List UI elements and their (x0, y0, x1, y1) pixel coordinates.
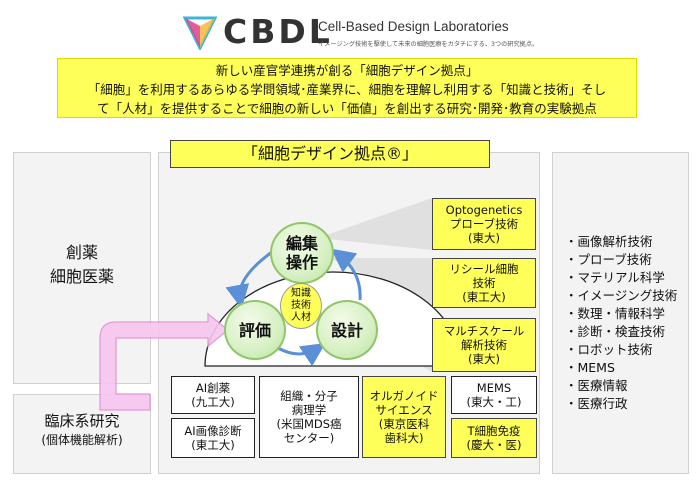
box-line: プローブ技術 (449, 217, 519, 231)
list-item: ・ロボット技術 (565, 342, 653, 357)
skill-label: 技術 (291, 300, 311, 311)
box-line: T細胞免疫 (467, 424, 521, 438)
box-line: マルチスケール (443, 324, 525, 338)
box-line: (東工大) (462, 290, 506, 304)
box-line: リシール細胞 (449, 262, 519, 276)
drug-label: 創薬 (65, 243, 98, 262)
cycle-arrow (277, 343, 326, 367)
list-item: ・プローブ技術 (565, 252, 652, 267)
ai-image-box: AI画像診断 (東工大) (171, 418, 255, 458)
resealed-cell-box: リシール細胞 技術 (東工大) (432, 258, 536, 308)
logo-mark: CBDL (223, 12, 333, 51)
box-line: MEMS (476, 381, 512, 395)
clinical-sub-label: (個体機能解析) (41, 433, 123, 447)
tech-list: ・画像解析技術 ・プローブ技術 ・マテリアル科学 ・イメージング技術 ・数理・情… (565, 233, 677, 413)
list-item: ・数理・情報科学 (565, 306, 666, 321)
multiscale-box: マルチスケール 解析技術 (東大) (432, 318, 536, 372)
logo-triangle-icon (183, 16, 217, 50)
box-line: サイエンス (375, 403, 433, 417)
edit-label: 編集 (285, 234, 318, 253)
box-line: (慶大・医) (466, 438, 522, 452)
tcell-box: T細胞免疫 (慶大・医) (451, 418, 537, 458)
box-line: 組織・分子 (280, 389, 338, 403)
logo: CBDL Cell-Based Design Laboratories イメージ… (183, 12, 538, 54)
intro-banner: 新しい産官学連携が創る「細胞デザイン拠点」 「細胞」を利用するあらゆる学問領域･… (57, 58, 637, 118)
box-line: (東大) (468, 352, 500, 366)
cycle-arrow (330, 248, 362, 301)
box-line: Optogenetics (445, 203, 523, 217)
box-line: (東大・工) (466, 395, 522, 409)
box-line: 技術 (472, 276, 496, 290)
list-item: ・MEMS (565, 360, 615, 375)
left-panel-clinical: 臨床系研究 (個体機能解析) (13, 394, 151, 474)
list-item: ・画像解析技術 (565, 234, 653, 249)
box-line: AI創薬 (195, 381, 231, 395)
cell-medicine-label: 細胞医薬 (49, 267, 114, 286)
banner-line-1: 新しい産官学連携が創る「細胞デザイン拠点」 (215, 63, 479, 78)
organoid-box: オルガノイド サイエンス (東京医科 歯科大) (362, 376, 446, 458)
clinical-label: 臨床系研究 (44, 412, 120, 430)
edit-operate-circle: 編集 操作 (270, 222, 334, 284)
tech-list-panel: ・画像解析技術 ・プローブ技術 ・マテリアル科学 ・イメージング技術 ・数理・情… (552, 152, 689, 474)
list-item: ・医療行政 (565, 396, 628, 411)
box-line: (米国MDS癌 (276, 417, 342, 431)
box-line: センター) (283, 431, 335, 445)
mems-box: MEMS (東大・工) (451, 376, 537, 414)
design-label: 設計 (330, 320, 363, 340)
banner-line-3: て「人材」を提供することで細胞の新しい「価値」を創出する研究･開発･教育の実験拠… (97, 101, 597, 116)
operate-label: 操作 (285, 253, 318, 272)
box-line: (東京医科 (378, 417, 430, 431)
banner-line-2: 「細胞」を利用するあらゆる学問領域･産業界に、細胞を理解し利用する「知識と技術」… (87, 82, 607, 97)
logo-tagline: イメージング技術を駆使して未来の細胞医療をカタチにする、3つの研究拠点。 (318, 41, 539, 48)
pink-arrow (99, 312, 230, 411)
list-item: ・医療情報 (565, 378, 628, 393)
box-line: (東工大) (191, 438, 235, 452)
optogenetics-box: Optogenetics プローブ技術 (東大) (432, 198, 536, 250)
list-item: ・マテリアル科学 (565, 270, 665, 285)
cycle-arrow (225, 250, 273, 309)
knowledge-label: 知識 (291, 288, 311, 299)
evaluate-circle: 評価 (224, 300, 286, 360)
box-line: 解析技術 (461, 338, 507, 352)
logo-title: Cell-Based Design Laboratories (318, 19, 509, 34)
design-circle: 設計 (316, 300, 378, 360)
list-item: ・イメージング技術 (565, 288, 678, 303)
box-line: (東大) (468, 231, 500, 245)
tissue-pathology-box: 組織・分子 病理学 (米国MDS癌 センター) (259, 376, 359, 458)
evaluate-label: 評価 (238, 320, 271, 340)
left-panel-drug: 創薬 細胞医薬 (13, 152, 151, 384)
box-line: 病理学 (291, 403, 327, 417)
list-item: ・診断・検査技術 (565, 324, 666, 339)
talent-label: 人材 (291, 312, 311, 323)
center-title: 「細胞デザイン拠点®」 (170, 140, 490, 168)
fan-connector (318, 198, 432, 250)
ai-drug-box: AI創薬 (九工大) (171, 376, 255, 414)
box-line: オルガノイド (369, 389, 439, 403)
box-line: AI画像診断 (184, 424, 242, 438)
box-line: 歯科大) (384, 431, 424, 445)
knowledge-center-circle: 知識 技術 人材 (280, 283, 322, 329)
box-line: (九工大) (191, 395, 235, 409)
